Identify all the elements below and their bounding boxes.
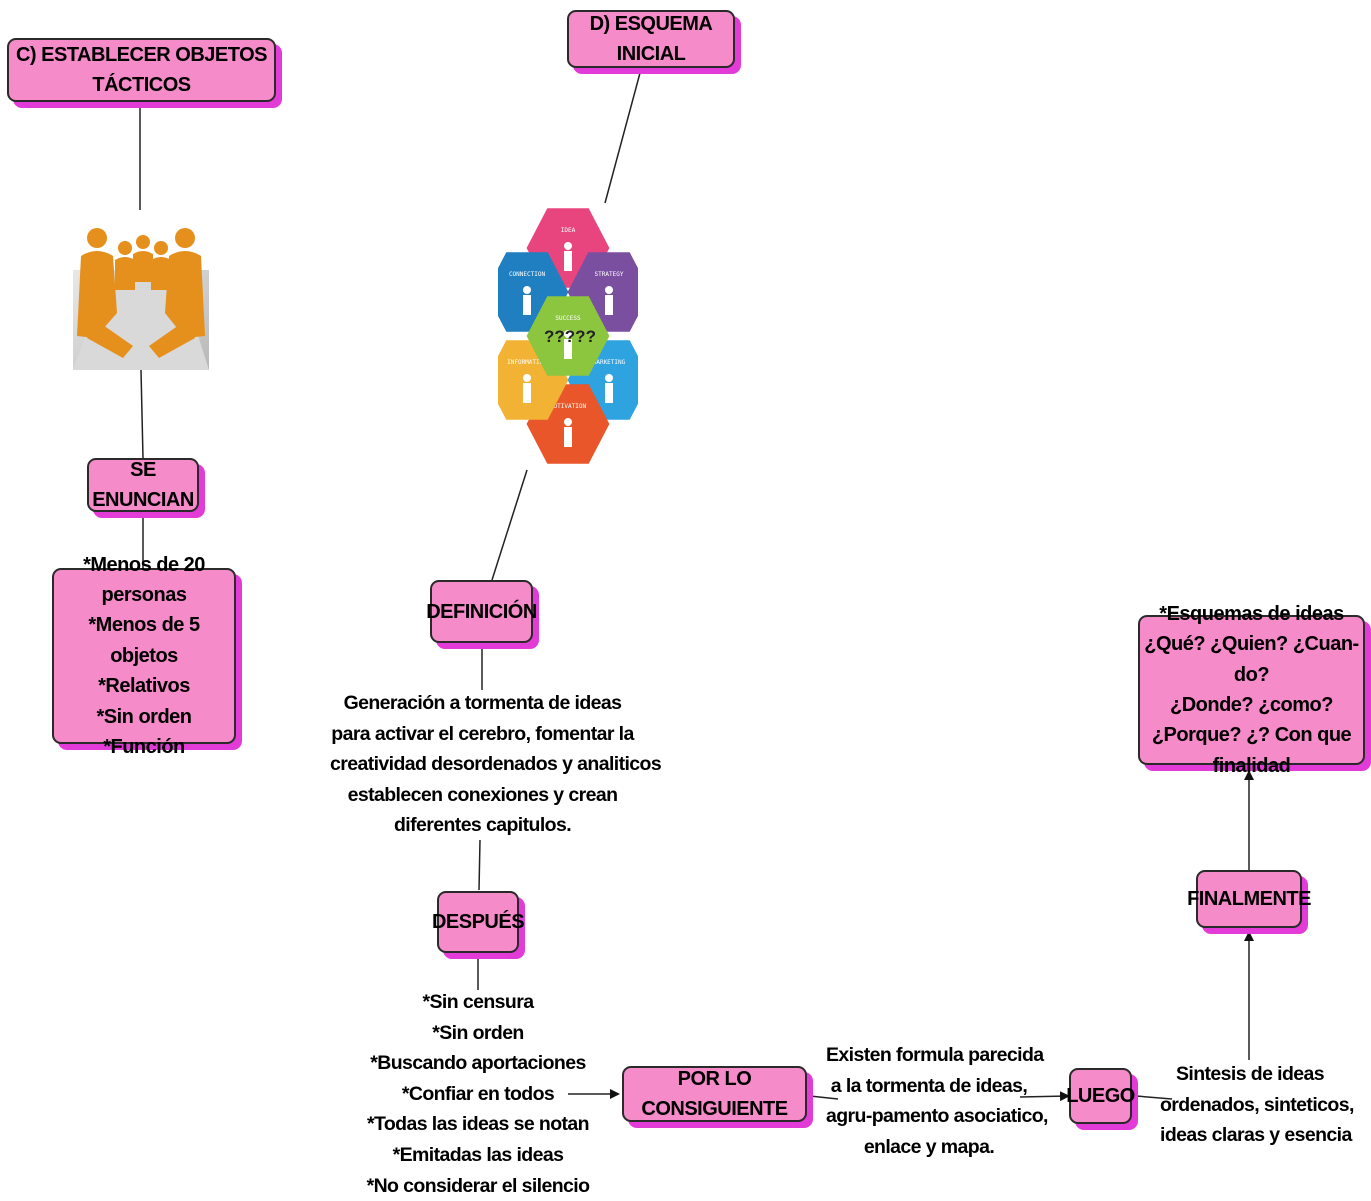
node-definicion: DEFINICIÓN <box>426 580 537 643</box>
text-line: agru-pamento asociatico, <box>826 1105 1048 1128</box>
text-line: diferentes capitulos. <box>393 814 572 837</box>
list-item: *Función <box>103 736 185 759</box>
person-icon <box>605 286 613 294</box>
sintesis-text: Sintesis de ideas ordenados, sinteticos,… <box>1160 1059 1354 1151</box>
list-item: *Sin orden <box>96 705 192 728</box>
node-finalmente: FINALMENTE <box>1187 870 1311 928</box>
definicion-text: Generación a tormenta de ideas para acti… <box>330 688 662 841</box>
node-despues: DESPUÉS <box>432 891 525 953</box>
node-se-enuncian: SE ENUNCIAN <box>87 458 199 512</box>
person-icon <box>564 242 572 250</box>
list-item: *Relativos <box>98 675 190 698</box>
hexagon-label: MARKETING <box>593 359 626 366</box>
node-esquemas-list: *Esquemas de ideas ¿Qué? ¿Quien? ¿Cuan-d… <box>1138 603 1365 777</box>
hexagon-center-overlay: ????? <box>544 327 596 346</box>
person-icon <box>523 374 531 382</box>
meeting-people-image <box>73 218 209 370</box>
line-text-to-despues <box>478 839 481 891</box>
line-d-title-to-hexagons <box>604 72 641 204</box>
list-item: ¿Porque? ¿? Con que finalidad <box>1151 724 1352 777</box>
text-line: creatividad desordenados y analiticos <box>330 753 662 776</box>
person-icon-body <box>523 295 531 315</box>
person-icon <box>523 286 531 294</box>
list-item: *Confiar en todos <box>401 1082 555 1105</box>
text-line: Existen formula parecida <box>826 1044 1044 1066</box>
node-luego: LUEGO <box>1066 1068 1135 1124</box>
hexagon-label: INFORMATION <box>507 359 547 366</box>
text-line: Generación a tormenta de ideas <box>343 692 622 714</box>
person-icon <box>605 374 613 382</box>
list-item: *Buscando aportaciones <box>370 1052 586 1075</box>
node-por-lo-consiguiente: POR LO CONSIGUIENTE <box>622 1066 807 1122</box>
text-line: para activar el cerebro, fomentar la <box>331 722 634 745</box>
hexagon-label: IDEA <box>561 227 576 234</box>
person-icon-body <box>564 339 572 359</box>
text-line: ideas claras y esencia <box>1160 1124 1352 1147</box>
person-icon-body <box>605 295 613 315</box>
list-item: *Todas las ideas se notan <box>367 1113 590 1136</box>
list-item: *Menos de 5 objetos <box>88 614 200 667</box>
text-line: enlace y mapa. <box>863 1135 995 1158</box>
person-icon-body <box>523 383 531 403</box>
list-item: *Esquemas de ideas <box>1159 602 1344 625</box>
node-enuncian-list: *Menos de 20 personas *Menos de 5 objeto… <box>52 554 236 758</box>
person-icon-body <box>564 251 572 271</box>
hexagon-label: MOTIVATION <box>550 403 587 410</box>
hexagon-label: SUCCESS <box>555 315 581 322</box>
hexagon-cluster: IDEA STRATEGY MARKETING MOTIVATION INFORMATI… <box>485 208 651 464</box>
person-icon <box>564 418 572 426</box>
existen-text: Existen formula parecida a la tormenta d… <box>826 1040 1048 1162</box>
hexagon-label: STRATEGY <box>595 271 624 278</box>
list-item: *Sin orden <box>432 1021 524 1044</box>
list-item: *No considerar el silencio <box>366 1174 590 1197</box>
list-item: *Sin censura <box>422 991 535 1013</box>
person-icon-body <box>605 383 613 403</box>
hexagon-label: CONNECTION <box>509 271 546 278</box>
text-line: establecen conexiones y crean <box>347 783 618 806</box>
list-item: ¿Qué? ¿Quien? ¿Cuan-do? <box>1144 633 1359 686</box>
node-establecer-objetos: C) ESTABLECER OBJETOS TÁCTICOS <box>7 38 276 102</box>
person-icon-body <box>564 427 572 447</box>
line-image-to-se-enuncian <box>140 369 144 459</box>
despues-list: *Sin censura *Sin orden *Buscando aporta… <box>360 987 596 1201</box>
list-item: ¿Donde? ¿como? <box>1170 694 1333 716</box>
text-line: a la tormenta de ideas, <box>830 1074 1028 1097</box>
person-icon <box>564 330 572 338</box>
text-line: Sintesis de ideas <box>1175 1063 1325 1085</box>
list-item: *Emitadas las ideas <box>392 1143 564 1166</box>
list-item: *Menos de 20 personas <box>83 553 205 606</box>
node-esquema-inicial: D) ESQUEMA INICIAL <box>567 10 735 68</box>
line-hexagons-to-definicion <box>491 469 528 581</box>
text-line: ordenados, sinteticos, <box>1160 1093 1354 1116</box>
hexagon-success-image: IDEA STRATEGY MARKETING MOTIVATION INFORMATI… <box>485 200 651 472</box>
